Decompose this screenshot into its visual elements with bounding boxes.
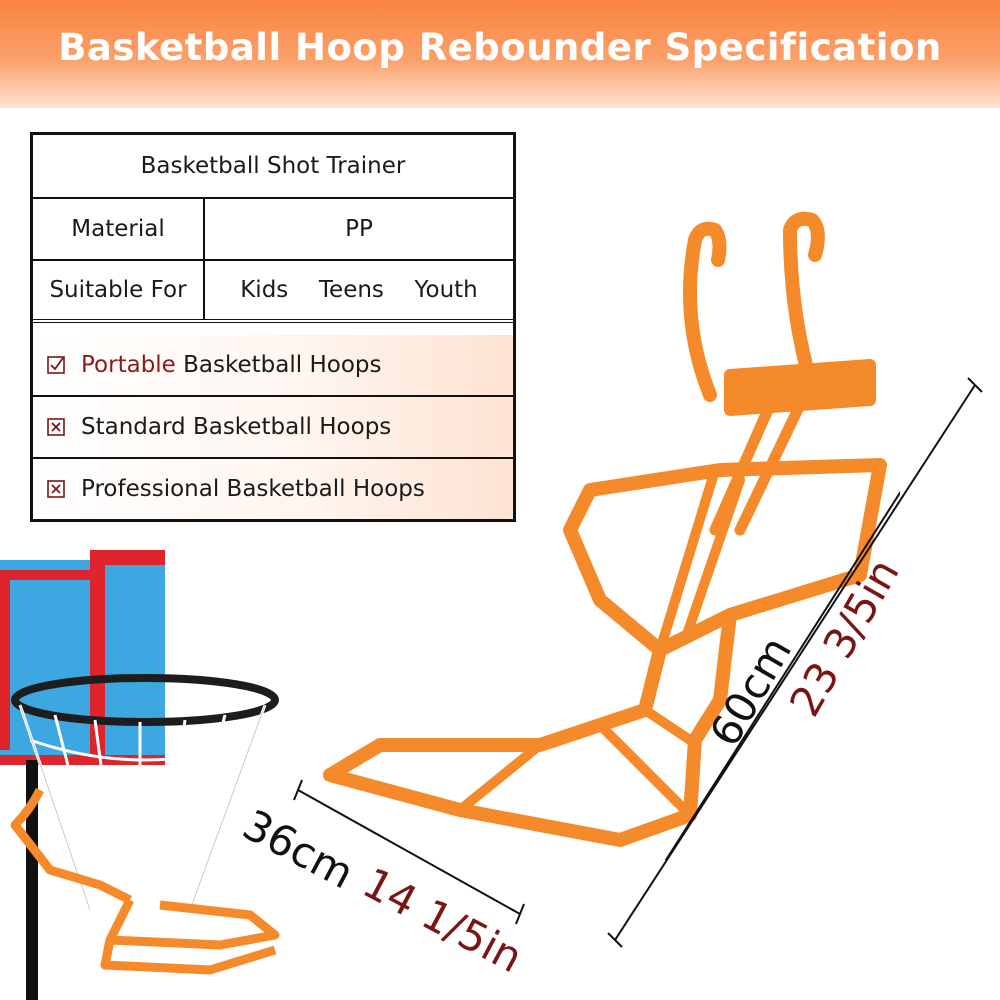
table-heading: Basketball Shot Trainer (140, 153, 406, 179)
material-value: PP (345, 216, 373, 242)
professional-text: Professional Basketball Hoops (81, 476, 425, 502)
table-heading-row: Basketball Shot Trainer (33, 135, 513, 199)
compat-row-standard: Standard Basketball Hoops (33, 397, 513, 459)
rebounder-illustration (323, 211, 900, 860)
portable-text: Basketball Hoops (183, 352, 382, 378)
suitable-value: Kids Teens Youth (240, 277, 478, 303)
suitable-label: Suitable For (33, 261, 205, 319)
hoop-photo (0, 550, 280, 1000)
crossed-box-icon (47, 418, 65, 436)
portable-highlight: Portable (81, 352, 176, 378)
bracket (724, 359, 876, 416)
checked-box-icon (47, 356, 65, 374)
pole (26, 760, 38, 1000)
material-label: Material (33, 199, 205, 259)
length-guide (614, 384, 976, 941)
header-banner: Basketball Hoop Rebounder Specification (0, 0, 1000, 108)
spec-table: Basketball Shot Trainer Material PP Suit… (30, 132, 516, 522)
table-row-material: Material PP (33, 199, 513, 261)
crossed-box-icon (47, 480, 65, 498)
right-hook (783, 211, 825, 387)
table-row-suitable: Suitable For Kids Teens Youth (33, 261, 513, 323)
page-title: Basketball Hoop Rebounder Specification (58, 26, 942, 69)
compat-row-professional: Professional Basketball Hoops (33, 459, 513, 519)
left-hook (683, 221, 727, 402)
mini-rebounder (10, 787, 280, 975)
rim (11, 674, 279, 726)
compat-row-portable: Portable Basketball Hoops (33, 335, 513, 397)
standard-text: Standard Basketball Hoops (81, 414, 392, 440)
width-guide (297, 789, 521, 915)
